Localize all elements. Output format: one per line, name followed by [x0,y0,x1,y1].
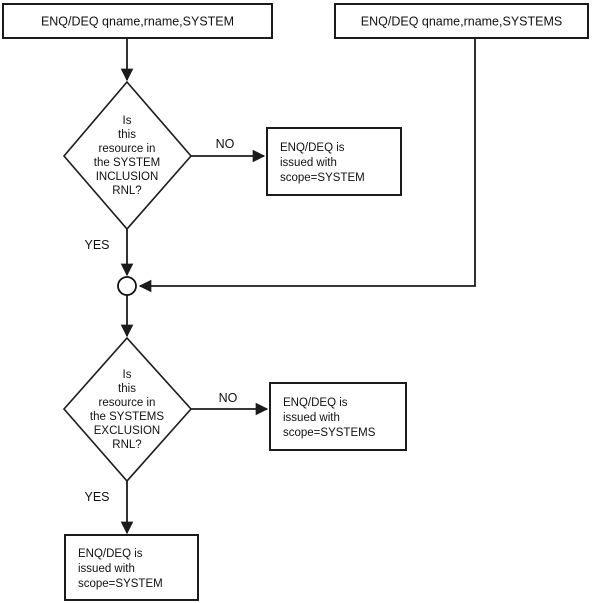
edge-label-decision1-no: NO [216,137,235,151]
decision1-line-1: Is [123,115,132,127]
decision2-line-4: the SYSTEMS [90,411,164,423]
process3-line-1: ENQ/DEQ is [78,548,143,560]
edge-label-decision2-no: NO [219,391,238,405]
process3-line-3: scope=SYSTEM [78,578,163,590]
decision2-line-2: this [118,383,136,395]
decision1-line-6: RNL? [112,185,141,197]
process-scope-systems-no2[interactable]: ENQ/DEQ is issued with scope=SYSTEMS [269,382,407,451]
process1-line-1: ENQ/DEQ is [280,142,345,154]
decision1-line-3: resource in [99,143,156,155]
edge-label-decision2-yes: YES [84,490,109,504]
process-scope-system-no1[interactable]: ENQ/DEQ is issued with scope=SYSTEM [266,127,402,196]
start-node-systems[interactable]: ENQ/DEQ qname,rname,SYSTEMS [334,3,589,39]
start-node-systems-label: ENQ/DEQ qname,rname,SYSTEMS [361,15,562,29]
decision2-line-5: EXCLUSION [94,425,160,437]
process2-line-1: ENQ/DEQ is [283,397,348,409]
decision2-line-6: RNL? [112,439,141,451]
decision1-line-4: the SYSTEM [94,157,160,169]
decision2-line-3: resource in [99,397,156,409]
process1-line-3: scope=SYSTEM [280,172,365,184]
merge-junction[interactable] [117,276,137,296]
decision-systems-exclusion[interactable]: Is this resource in the SYSTEMS EXCLUSIO… [62,336,193,483]
start-node-system-label: ENQ/DEQ qname,rname,SYSTEM [41,15,234,29]
start-node-system[interactable]: ENQ/DEQ qname,rname,SYSTEM [2,3,273,39]
decision2-line-1: Is [123,369,132,381]
process-scope-system-final[interactable]: ENQ/DEQ is issued with scope=SYSTEM [64,534,199,601]
decision1-line-2: this [118,129,136,141]
process2-line-2: issued with [283,412,340,424]
decision-system-inclusion[interactable]: Is this resource in the SYSTEM INCLUSION… [62,80,193,231]
edge-label-decision1-yes: YES [84,238,109,252]
process2-line-3: scope=SYSTEMS [283,427,376,439]
connector-start-systems-to-junction [138,38,476,293]
process3-line-2: issued with [78,563,135,575]
decision1-line-5: INCLUSION [96,171,159,183]
process1-line-2: issued with [280,157,337,169]
